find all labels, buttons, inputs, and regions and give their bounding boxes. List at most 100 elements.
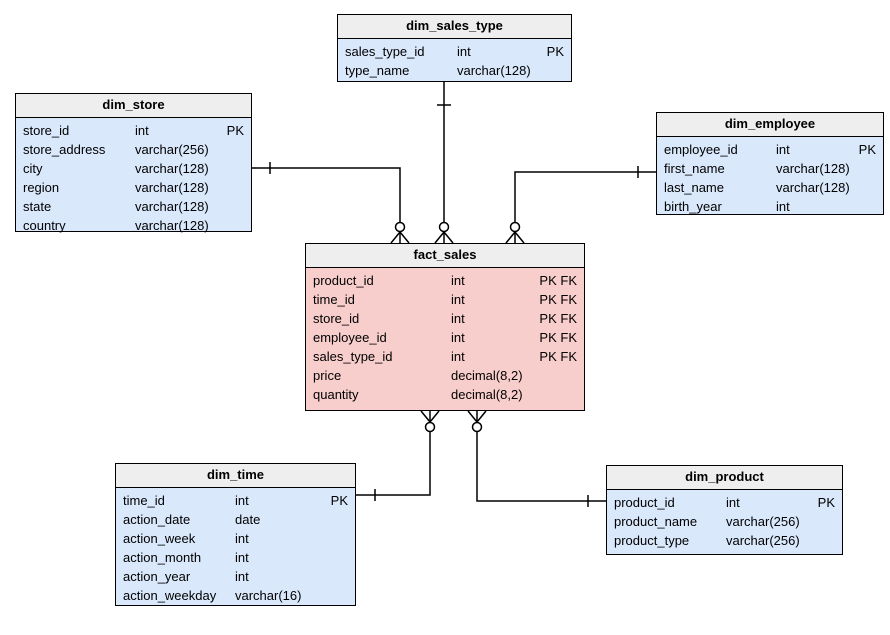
field-row: store_id int PK bbox=[23, 121, 244, 140]
field-name: action_year bbox=[123, 568, 191, 584]
field-name: first_name bbox=[664, 160, 725, 176]
entity-table-dim-time[interactable]: dim_time time_id int PK action_date date acti… bbox=[115, 463, 356, 606]
table-title: dim_time bbox=[116, 464, 355, 488]
field-type: varchar(256) bbox=[726, 513, 800, 529]
field-type: decimal(8,2) bbox=[451, 386, 523, 402]
field-row: price decimal(8,2) bbox=[313, 366, 577, 385]
field-type: int bbox=[135, 122, 149, 138]
relationship-dim-employee-fact-sales[interactable] bbox=[505, 166, 656, 244]
field-name: action_weekday bbox=[123, 587, 217, 603]
field-type: int bbox=[457, 43, 471, 59]
relationship-dim-store-fact-sales[interactable] bbox=[252, 162, 410, 244]
field-name: employee_id bbox=[664, 141, 738, 157]
zero-or-many-marker-circle bbox=[438, 221, 450, 233]
field-name: price bbox=[313, 367, 342, 383]
field-type: decimal(8,2) bbox=[451, 367, 523, 383]
relationship-dim-time-fact-sales[interactable] bbox=[356, 410, 440, 501]
field-row: birth_year int bbox=[664, 197, 876, 216]
relationship-dim-product-fact-sales[interactable] bbox=[467, 410, 606, 507]
crows-foot-icon bbox=[390, 231, 410, 244]
zero-or-many-marker-circle bbox=[509, 221, 521, 233]
field-type: varchar(128) bbox=[135, 160, 209, 176]
field-type: int bbox=[726, 494, 740, 510]
field-name: store_id bbox=[23, 122, 70, 138]
field-name: action_date bbox=[123, 511, 191, 527]
zero-or-many-marker-circle bbox=[424, 421, 436, 433]
field-name: last_name bbox=[664, 179, 724, 195]
field-type: varchar(128) bbox=[776, 160, 850, 176]
zero-or-many-marker-circle bbox=[471, 421, 483, 433]
relationship-line[interactable] bbox=[356, 411, 431, 496]
relationship-line[interactable] bbox=[252, 167, 401, 243]
relationship-line[interactable] bbox=[476, 411, 606, 502]
field-key: PK FK bbox=[539, 348, 577, 364]
field-name: time_id bbox=[123, 492, 165, 508]
table-title: dim_store bbox=[16, 94, 251, 118]
field-name: product_id bbox=[313, 272, 374, 288]
field-type: int bbox=[451, 272, 465, 288]
field-type: int bbox=[776, 198, 790, 214]
crows-foot-icon bbox=[505, 231, 525, 244]
crows-foot-icon bbox=[434, 231, 454, 244]
field-key: PK FK bbox=[539, 310, 577, 326]
field-name: action_week bbox=[123, 530, 196, 546]
field-type: varchar(128) bbox=[135, 198, 209, 214]
field-key: PK FK bbox=[539, 272, 577, 288]
relationship-dim-sales-type-fact-sales[interactable] bbox=[434, 82, 454, 244]
field-row: time_id int PK bbox=[123, 491, 348, 510]
field-name: birth_year bbox=[664, 198, 722, 214]
field-row: product_name varchar(256) bbox=[614, 512, 835, 531]
field-name: product_type bbox=[614, 532, 690, 548]
field-type: varchar(256) bbox=[135, 141, 209, 157]
field-type: int bbox=[451, 329, 465, 345]
field-name: time_id bbox=[313, 291, 355, 307]
field-key: PK bbox=[546, 43, 564, 59]
field-row: product_id int PK FK bbox=[313, 271, 577, 290]
field-type: int bbox=[451, 291, 465, 307]
crows-foot-icon bbox=[467, 410, 487, 423]
field-type: int bbox=[451, 348, 465, 364]
field-type: int bbox=[776, 141, 790, 157]
table-title: dim_product bbox=[607, 466, 842, 490]
crows-foot-icon bbox=[420, 410, 440, 423]
table-title: fact_sales bbox=[306, 244, 584, 268]
field-row: first_name varchar(128) bbox=[664, 159, 876, 178]
relationship-line[interactable] bbox=[514, 171, 656, 243]
field-type: date bbox=[235, 511, 261, 527]
table-title: dim_employee bbox=[657, 113, 883, 137]
field-type: int bbox=[235, 492, 249, 508]
field-name: product_name bbox=[614, 513, 698, 529]
field-type: varchar(128) bbox=[135, 179, 209, 195]
field-key: PK bbox=[226, 122, 244, 138]
field-key: PK FK bbox=[539, 329, 577, 345]
table-title: dim_sales_type bbox=[338, 15, 571, 39]
field-key: PK bbox=[330, 492, 348, 508]
